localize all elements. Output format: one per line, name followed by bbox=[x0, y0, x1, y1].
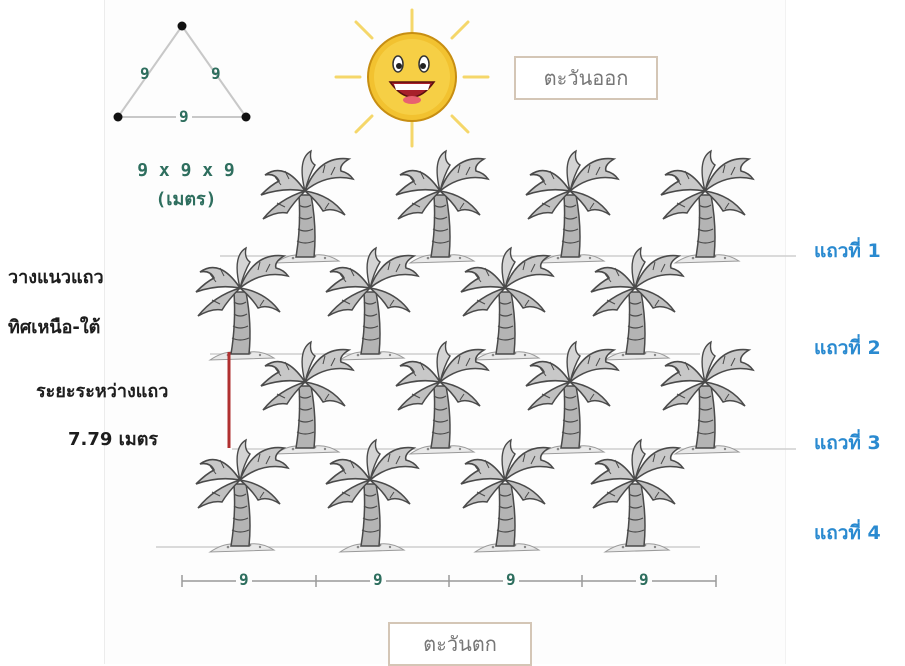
palm-tree-row3-4 bbox=[661, 342, 753, 454]
triangle-side-left: 9 bbox=[140, 64, 150, 83]
bottom-spacing-3: 9 bbox=[503, 570, 519, 589]
row-label-1: แถวที่ 1 bbox=[814, 236, 881, 266]
east-direction-box: ตะวันออก bbox=[514, 56, 658, 100]
palm-tree-row3-1 bbox=[261, 342, 353, 454]
west-direction-box: ตะวันตก bbox=[388, 622, 532, 666]
palm-tree-row1-1 bbox=[261, 151, 353, 263]
triangle-side-bottom: 9 bbox=[176, 107, 192, 126]
row-label-2: แถวที่ 2 bbox=[814, 333, 881, 363]
spacing-note-line1: ระยะระหว่างแถว bbox=[36, 376, 168, 405]
bottom-spacing-4: 9 bbox=[636, 570, 652, 589]
sun-icon bbox=[336, 10, 488, 146]
palm-tree-row4-4 bbox=[591, 440, 683, 552]
palm-tree-row3-3 bbox=[526, 342, 618, 454]
palm-tree-row4-1 bbox=[196, 440, 288, 552]
orientation-note-line1: วางแนวแถว bbox=[8, 262, 104, 291]
bottom-spacing-2: 9 bbox=[370, 570, 386, 589]
row-label-4: แถวที่ 4 bbox=[814, 518, 881, 548]
palm-tree-row2-1 bbox=[196, 248, 288, 360]
spacing-unit: (เมตร) bbox=[116, 184, 256, 213]
spacing-note-line2: 7.79 เมตร bbox=[68, 424, 158, 453]
palm-tree-row4-3 bbox=[461, 440, 553, 552]
palm-tree-row2-3 bbox=[461, 248, 553, 360]
palm-tree-row1-2 bbox=[396, 151, 488, 263]
triangle-side-right: 9 bbox=[211, 64, 221, 83]
palm-tree-row2-2 bbox=[326, 248, 418, 360]
palm-tree-row4-2 bbox=[326, 440, 418, 552]
bottom-spacing-1: 9 bbox=[236, 570, 252, 589]
palm-tree-row2-4 bbox=[591, 248, 683, 360]
spacing-formula: 9 x 9 x 9 bbox=[116, 160, 256, 181]
palm-tree-row1-3 bbox=[526, 151, 618, 263]
row-label-3: แถวที่ 3 bbox=[814, 428, 881, 458]
palm-tree-row3-2 bbox=[396, 342, 488, 454]
orientation-note-line2: ทิศเหนือ-ใต้ bbox=[8, 312, 100, 341]
palm-tree-row1-4 bbox=[661, 151, 753, 263]
